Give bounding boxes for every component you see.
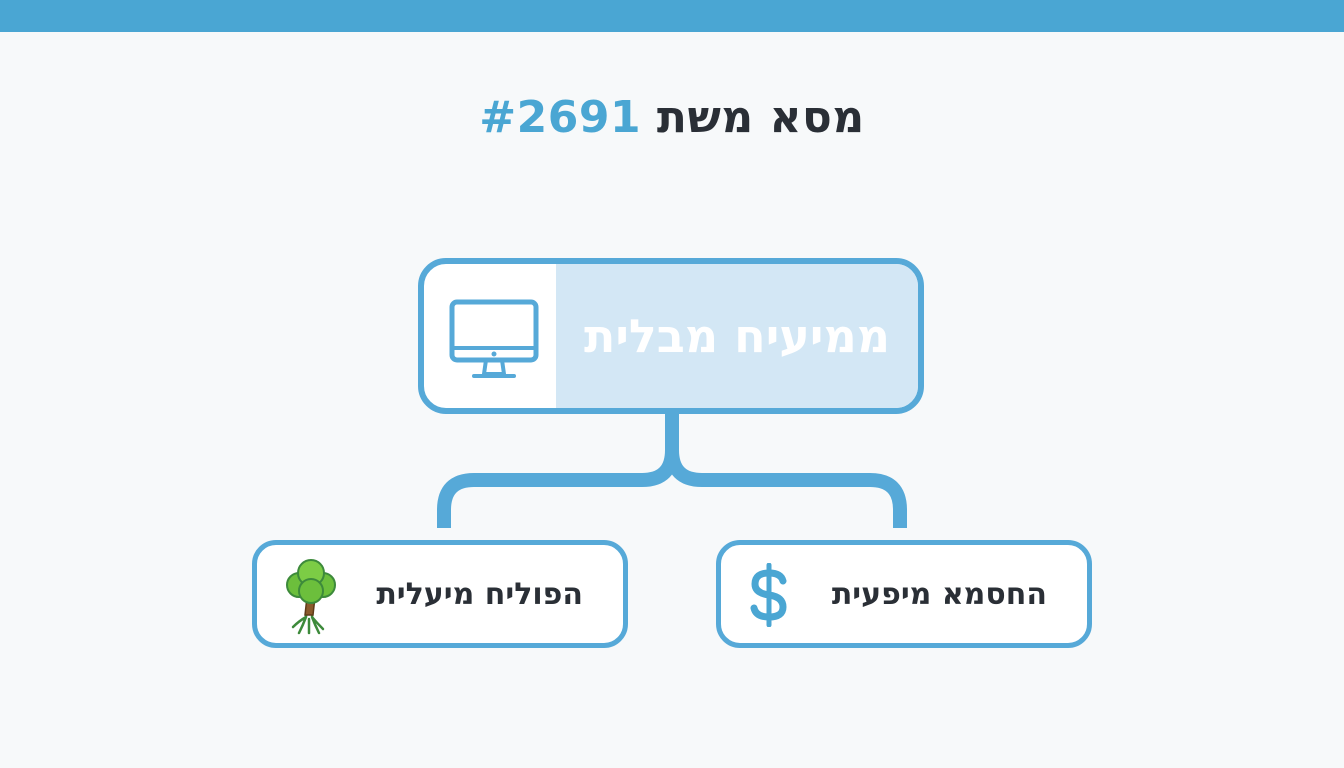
monitor-icon (449, 299, 539, 378)
title-text: מסא משת (656, 92, 865, 143)
main-node-label: ממיעיח מבלית (583, 309, 891, 363)
main-node: ממיעיח מבלית (418, 258, 924, 414)
main-node-label-panel: ממיעיח מבלית (556, 264, 918, 408)
child-node-left: הפוליח מיעלית (252, 540, 628, 648)
title-number: #2691 (479, 92, 642, 143)
tree-icon (286, 559, 336, 635)
page-title: #2691 מסא משת (0, 92, 1344, 143)
connector-stem (437, 414, 679, 528)
child-node-left-label: הפוליח מיעלית (376, 576, 583, 612)
child-node-right: החסמא מיפעית (716, 540, 1092, 648)
top-accent-bar (0, 0, 1344, 32)
connector-right-branch (665, 449, 907, 528)
dollar-icon (750, 563, 787, 627)
child-node-right-label: החסמא מיפעית (831, 576, 1047, 612)
